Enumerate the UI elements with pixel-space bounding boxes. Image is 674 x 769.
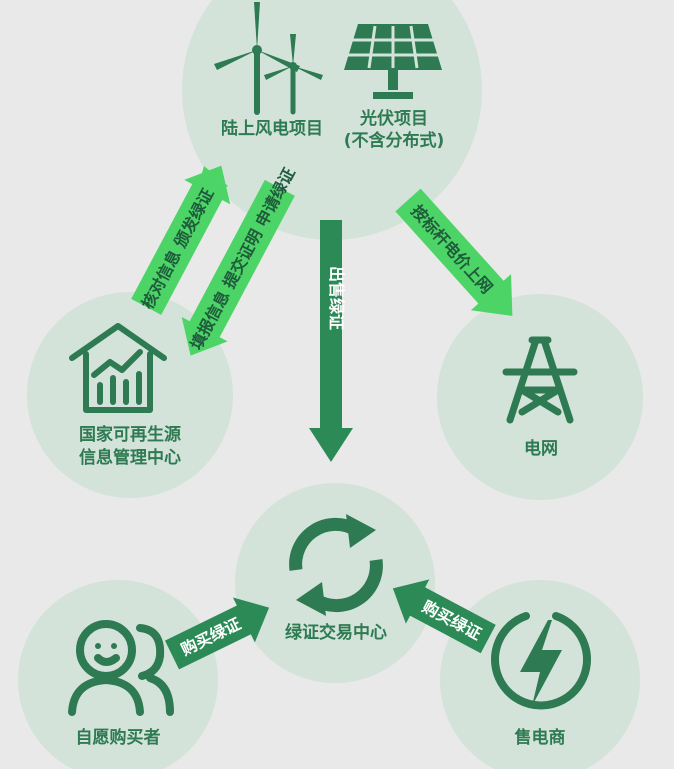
exchange-cycle-icon [289,517,383,613]
house-chart-icon [69,323,167,413]
sell-label: 出售绿证 [327,266,346,330]
lightning-icon [491,612,591,710]
gov-node-circle [27,292,233,498]
wind-label: 陆上风电项目 [221,118,323,139]
seller-label: 售电商 [515,727,566,748]
solar-panel-icon [344,24,442,99]
buyer-label: 自愿购买者 [76,727,161,748]
buy-right-arrow: 购买绿证 [392,579,496,654]
wind-turbine-icon [214,2,323,115]
exchange-label: 绿证交易中心 [285,622,387,643]
sell-arrow: 出售绿证 [309,220,353,462]
solar-label-line1: 光伏项目 [359,108,428,129]
benchmark-price-label: 按标杆电价上网 [407,201,496,297]
gov-label-line2: 信息管理中心 [79,447,181,468]
grid-label: 电网 [524,438,558,459]
people-icon [68,620,174,716]
people-eye-right [111,643,117,649]
exchange-node-circle [235,483,435,683]
people-eye-left [95,643,101,649]
benchmark-price-arrow: 按标杆电价上网 [395,188,513,316]
exchange-arrowheads [296,514,376,616]
power-tower-icon [502,336,578,424]
gov-label-line1: 国家可再生源 [79,424,181,445]
solar-label-line2: (不含分布式) [344,130,445,151]
